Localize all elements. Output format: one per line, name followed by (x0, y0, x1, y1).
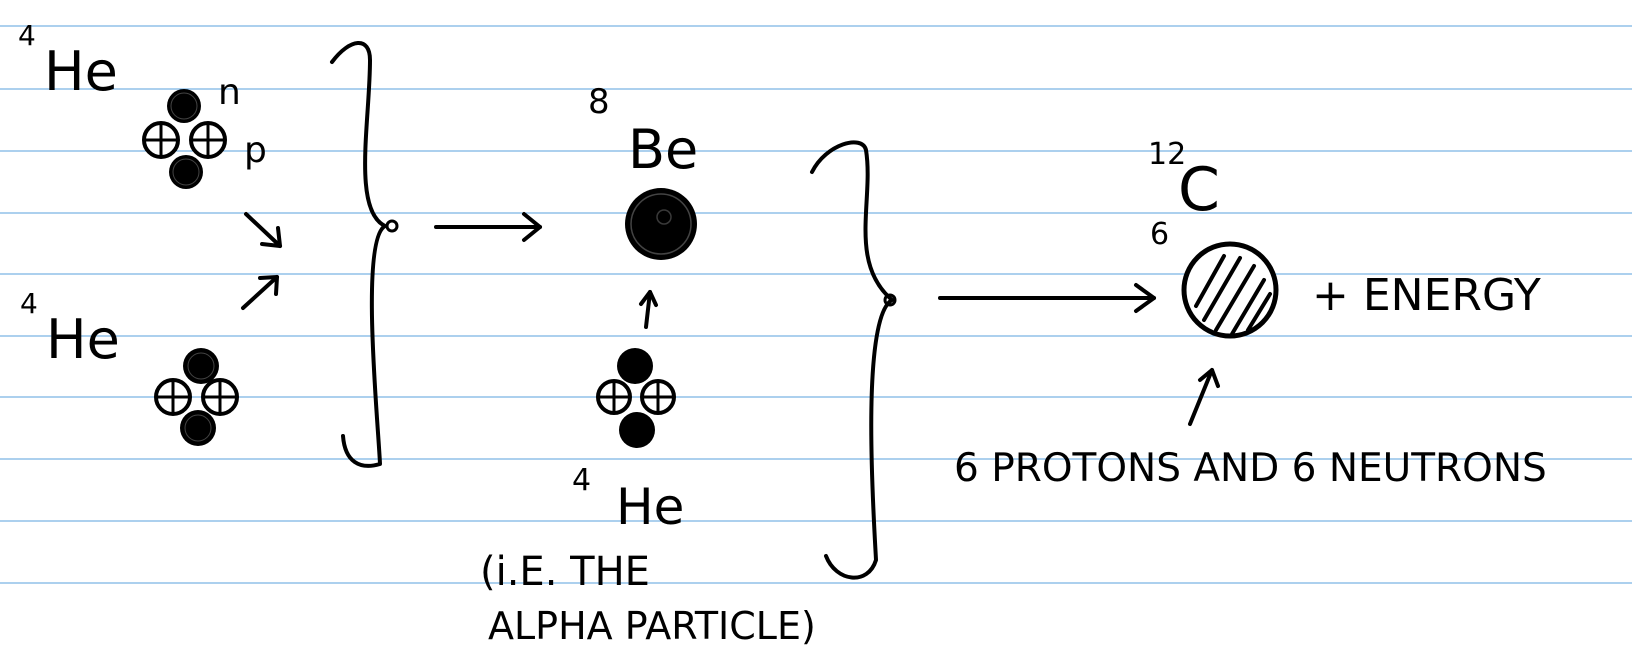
composition-arrow-icon (1188, 368, 1220, 426)
he-1-symbol: He (44, 40, 118, 103)
proton-icon (201, 378, 239, 416)
he-3-nucleus-icon (596, 348, 676, 448)
carbon-mass-number: 12 (1148, 137, 1186, 172)
reaction-arrow-2-icon (938, 283, 1156, 313)
carbon-symbol: C (1178, 155, 1220, 225)
neutron-icon (617, 348, 653, 384)
reaction-arrow-1-icon (434, 212, 542, 242)
merge-arrow-up-icon (241, 275, 279, 310)
proton-icon (142, 121, 180, 159)
neutron-icon (169, 155, 203, 189)
proton-icon (154, 378, 192, 416)
carbon-nucleus-icon (1181, 241, 1279, 339)
proton-icon (189, 121, 227, 159)
he-2-nucleus-icon (154, 348, 239, 446)
proton-icon (596, 379, 632, 415)
merge-arrow-down-icon (244, 212, 282, 248)
he-3-symbol: He (616, 478, 684, 536)
he-3-mass-number: 4 (572, 463, 591, 498)
alpha-note-line-2: ALPHA PARTICLE) (488, 604, 816, 648)
neutron-icon (167, 89, 201, 123)
he-2-mass-number: 4 (20, 287, 38, 320)
he-2-symbol: He (46, 308, 120, 371)
neutron-icon (619, 412, 655, 448)
energy-label: + ENERGY (1312, 270, 1541, 321)
beryllium-nucleus-icon (625, 188, 697, 260)
be-symbol: Be (628, 118, 698, 181)
alpha-note-line-1: (i.E. THE (480, 549, 650, 595)
carbon-atomic-number: 6 (1150, 217, 1169, 252)
right-brace-icon (810, 140, 894, 580)
left-brace-icon (330, 41, 387, 468)
proton-label: p (244, 130, 267, 171)
neutron-label: n (218, 72, 241, 113)
he-1-mass-number: 4 (18, 19, 36, 52)
be-mass-number: 8 (588, 82, 610, 122)
proton-icon (640, 379, 676, 415)
he-1-nucleus-icon (142, 89, 227, 189)
carbon-composition-label: 6 PROTONS AND 6 NEUTRONS (954, 446, 1547, 491)
ruled-lines (0, 25, 1632, 584)
up-arrow-icon (639, 290, 658, 329)
